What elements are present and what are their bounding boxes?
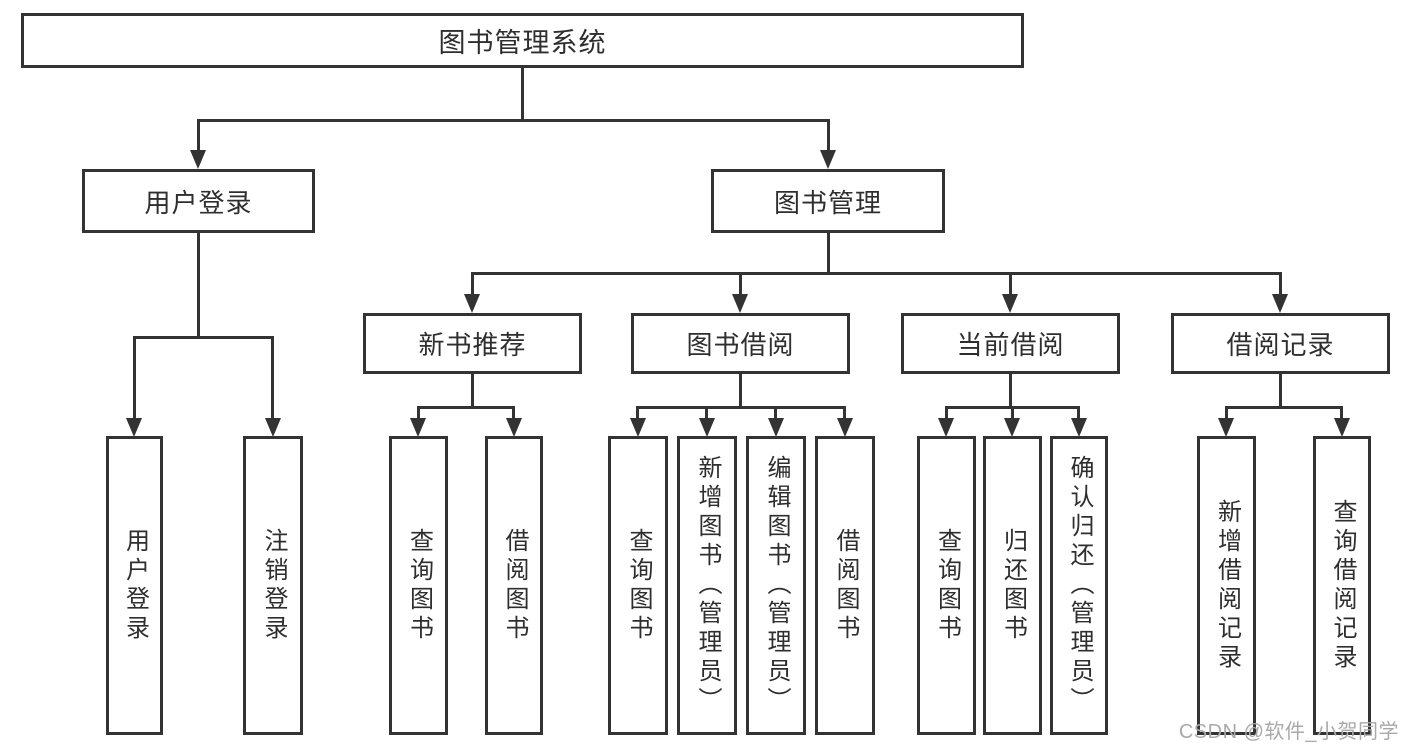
arrow-down-icon	[190, 150, 206, 169]
node-query-books-borrow: 查询图书	[608, 436, 668, 735]
node-query-books-current: 查询图书	[917, 436, 976, 735]
connector-line	[471, 272, 474, 296]
connector-line	[945, 406, 948, 420]
connector-line	[271, 336, 274, 420]
node-current-borrow: 当前借阅	[901, 313, 1120, 374]
node-book-management: 图书管理	[711, 169, 945, 233]
node-user-login: 用户登录	[82, 169, 315, 233]
connector-line	[197, 119, 200, 152]
connector-line	[1009, 372, 1012, 409]
connector-line	[1279, 372, 1282, 409]
connector-line	[705, 406, 708, 420]
node-new-book-recommend: 新书推荐	[363, 313, 582, 374]
connector-line	[197, 119, 830, 122]
connector-line	[739, 272, 742, 296]
arrow-down-icon	[938, 418, 954, 437]
connector-line	[417, 406, 420, 420]
connector-line	[827, 231, 830, 275]
connector-line	[774, 406, 777, 420]
connector-line	[827, 119, 830, 152]
arrow-down-icon	[410, 418, 426, 437]
connector-line	[197, 231, 200, 339]
node-query-books-recommend: 查询图书	[389, 436, 448, 735]
arrow-down-icon	[1272, 294, 1288, 313]
arrow-down-icon	[768, 418, 784, 437]
connector-line	[512, 406, 515, 420]
connector-line	[417, 406, 515, 409]
node-library-management-system: 图书管理系统	[21, 13, 1024, 68]
connector-line	[636, 406, 846, 409]
arrow-down-icon	[1334, 418, 1350, 437]
arrow-down-icon	[837, 418, 853, 437]
node-add-books-admin: 新增图书（管理员）	[677, 436, 737, 735]
connector-line	[1011, 406, 1014, 420]
connector-line	[739, 372, 742, 409]
node-confirm-return-admin: 确认归还（管理员）	[1050, 436, 1108, 735]
connector-line	[1009, 272, 1012, 296]
arrow-down-icon	[630, 418, 646, 437]
node-edit-books-admin: 编辑图书（管理员）	[746, 436, 806, 735]
node-borrow-books-borrow: 借阅图书	[815, 436, 875, 735]
arrow-down-icon	[1218, 418, 1234, 437]
connector-line	[471, 372, 474, 409]
arrow-down-icon	[265, 418, 281, 437]
connector-line	[1279, 272, 1282, 296]
node-book-borrow: 图书借阅	[631, 313, 850, 374]
connector-line	[636, 406, 639, 420]
arrow-down-icon	[699, 418, 715, 437]
connector-line	[1225, 406, 1228, 420]
arrow-down-icon	[1004, 418, 1020, 437]
arrow-down-icon	[820, 150, 836, 169]
arrow-down-icon	[1071, 418, 1087, 437]
arrow-down-icon	[1002, 294, 1018, 313]
node-query-borrow-record: 查询借阅记录	[1313, 436, 1371, 735]
node-borrow-books-recommend: 借阅图书	[485, 436, 543, 735]
arrow-down-icon	[506, 418, 522, 437]
arrow-down-icon	[464, 294, 480, 313]
node-user-login-leaf: 用户登录	[106, 436, 163, 735]
csdn-watermark: CSDN @软件_小贺同学	[1178, 721, 1399, 743]
connector-line	[133, 336, 136, 420]
connector-line	[1077, 406, 1080, 420]
node-return-books: 归还图书	[983, 436, 1042, 735]
connector-line	[471, 272, 1282, 275]
node-logout-leaf: 注销登录	[243, 436, 303, 735]
arrow-down-icon	[126, 418, 142, 437]
connector-line	[1225, 406, 1343, 409]
connector-line	[843, 406, 846, 420]
connector-line	[133, 336, 274, 339]
arrow-down-icon	[732, 294, 748, 313]
connector-line	[1340, 406, 1343, 420]
node-add-borrow-record: 新增借阅记录	[1197, 436, 1256, 735]
node-borrow-records: 借阅记录	[1171, 313, 1390, 374]
connector-line	[521, 66, 524, 122]
